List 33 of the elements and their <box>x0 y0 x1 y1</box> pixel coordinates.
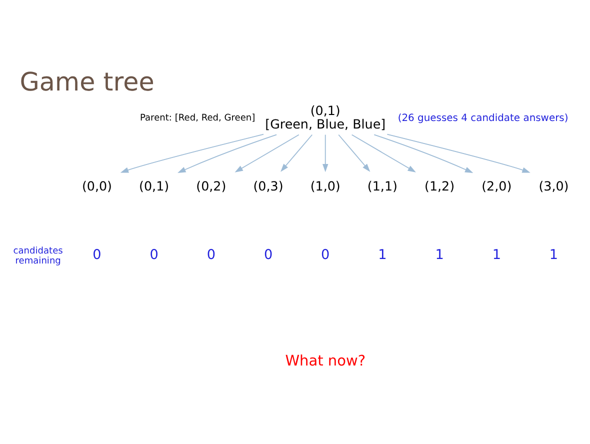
node-label: (26 guesses 4 candidate answers) <box>398 112 568 124</box>
arrow <box>374 134 474 172</box>
node-text: (1,0) <box>310 178 340 194</box>
label: 1 <box>549 246 558 263</box>
label: 0 <box>264 246 273 263</box>
node-text: (3,0) <box>538 178 569 194</box>
label: 0 <box>150 246 158 263</box>
label: Parent: [Red, Red, Green] <box>140 113 256 124</box>
arrow <box>322 134 328 172</box>
node-text: (0,1) <box>139 178 170 194</box>
label: 0 <box>321 246 330 263</box>
node-text: (0,1) [Green, Blue, Blue] <box>265 102 386 131</box>
arrow <box>120 133 264 172</box>
label: 1 <box>492 246 501 263</box>
arrow <box>351 134 416 172</box>
node-text: (1,2) <box>424 178 455 194</box>
node-text: (2,0) <box>482 178 512 194</box>
label: candidates remaining <box>13 246 63 266</box>
arrow <box>178 134 278 172</box>
label: 0 <box>92 246 102 263</box>
label: 1 <box>378 246 387 263</box>
arrow <box>338 134 370 172</box>
label: 1 <box>435 246 444 263</box>
label: 0 <box>206 246 216 263</box>
diagram-title: Game tree <box>20 66 154 96</box>
node-text: (1,1) <box>367 178 398 194</box>
arrow <box>386 133 530 172</box>
arrow <box>234 134 300 172</box>
node-text: (0,2) <box>196 178 226 194</box>
node-text: (0,3) <box>253 178 284 194</box>
arrow <box>280 134 313 172</box>
label: What now? <box>285 353 366 370</box>
node-text: (0,0) <box>82 178 112 194</box>
